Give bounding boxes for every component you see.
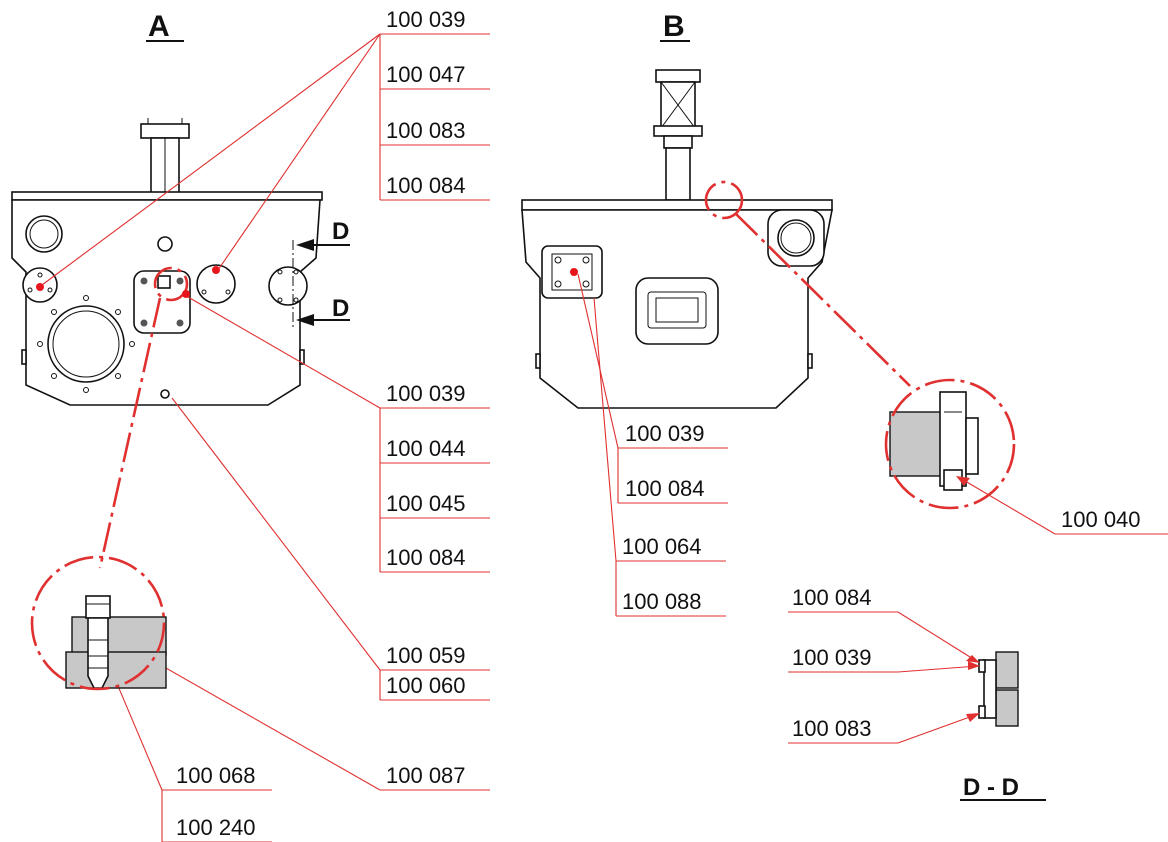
a-drain-hole bbox=[160, 389, 170, 399]
label-section-1: 100 084 bbox=[792, 585, 872, 610]
section-title: D - D bbox=[963, 774, 1019, 801]
label-a-mid-4: 100 084 bbox=[386, 545, 466, 570]
b-stem-pipe bbox=[665, 147, 691, 201]
section-mark-d-top: D bbox=[332, 218, 349, 245]
a-detail-connector bbox=[98, 297, 162, 569]
label-b-plate-low-1: 100 064 bbox=[622, 534, 702, 559]
label-section-2: 100 039 bbox=[792, 645, 872, 670]
label-a-top-3: 100 083 bbox=[386, 118, 466, 143]
detail-a-circle bbox=[30, 555, 166, 691]
label-section-3: 100 083 bbox=[792, 716, 872, 741]
label-b-plate-low-2: 100 088 bbox=[622, 589, 702, 614]
a-cover-valve bbox=[157, 275, 171, 289]
label-b-plate-2: 100 084 bbox=[625, 476, 705, 501]
view-a: A bbox=[11, 7, 490, 842]
section-plate bbox=[983, 659, 997, 719]
detail-bolt-a bbox=[30, 555, 167, 691]
label-b-detail: 100 040 bbox=[1061, 507, 1141, 532]
label-a-top-1: 100 039 bbox=[386, 7, 466, 32]
a-top-plate bbox=[11, 191, 323, 201]
view-b: B bbox=[521, 10, 911, 617]
a-right-flange bbox=[268, 266, 308, 306]
view-a-title: A bbox=[148, 10, 170, 43]
label-a-top-2: 100 047 bbox=[386, 62, 466, 87]
view-b-title: B bbox=[663, 10, 685, 43]
a-top-flange bbox=[140, 123, 190, 139]
b-small-detail-circle bbox=[704, 180, 744, 220]
label-a-bolt-1: 100 068 bbox=[176, 763, 256, 788]
label-a-mid-3: 100 045 bbox=[386, 491, 466, 516]
label-a-low-2: 100 060 bbox=[386, 673, 466, 698]
b-detail-connector bbox=[735, 213, 911, 387]
label-a-bolt-2: 100 240 bbox=[176, 815, 256, 840]
label-a-low-1: 100 059 bbox=[386, 643, 466, 668]
section-d-d: 100 084 100 039 100 083 D - D bbox=[788, 585, 1046, 801]
bolt-nut bbox=[85, 595, 111, 619]
b-actuator-top bbox=[655, 69, 701, 83]
detail-b: 100 040 bbox=[884, 378, 1168, 535]
detail-b-circle bbox=[884, 378, 1016, 510]
label-a-top-4: 100 084 bbox=[386, 173, 466, 198]
a-small-detail-circle bbox=[153, 266, 189, 302]
label-a-mid-1: 100 039 bbox=[386, 381, 466, 406]
bolt-shank bbox=[87, 617, 109, 689]
a-top-left-hole bbox=[25, 215, 63, 253]
a-middle-flange bbox=[196, 264, 236, 304]
section-mark-d-bottom: D bbox=[332, 295, 349, 322]
label-b-plate-1: 100 039 bbox=[625, 421, 705, 446]
label-a-bolt-right: 100 087 bbox=[386, 763, 466, 788]
label-a-mid-2: 100 044 bbox=[386, 436, 466, 461]
b-right-port bbox=[767, 209, 825, 267]
a-small-hole bbox=[157, 236, 173, 252]
b-top-plate bbox=[521, 199, 833, 211]
a-big-hole bbox=[47, 305, 125, 383]
